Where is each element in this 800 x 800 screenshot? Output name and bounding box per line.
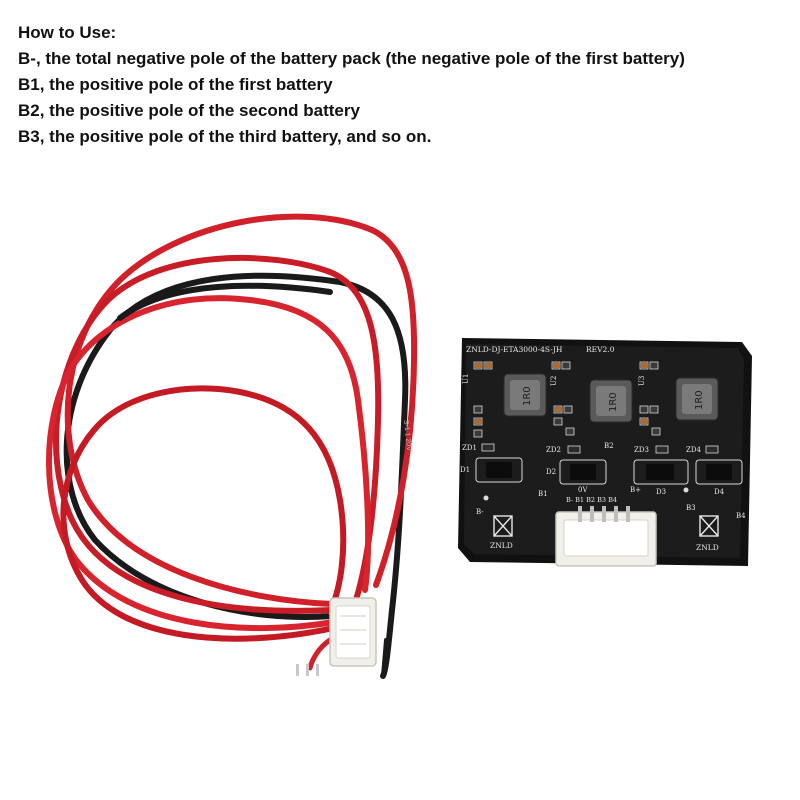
u2-label: U2 [550, 376, 558, 386]
inductor-2-marking: 1R0 [608, 392, 619, 412]
b1-label: B1 [538, 490, 548, 498]
instruction-line-b2: B2, the positive pole of the second batt… [18, 101, 360, 120]
b4-label: B4 [736, 512, 746, 520]
instructions-heading: How to Use: [18, 23, 117, 42]
black-wire [63, 272, 409, 679]
red-wire-4 [60, 385, 347, 642]
harness-connector [296, 597, 377, 676]
wire-harness: S-1 1 20V [46, 213, 418, 679]
balance-board: ZNLD-DJ-ETA3000-4S-JH REV2.0 U1 U2 U3 1R… [458, 338, 752, 567]
b-plus-label: B+ [630, 486, 641, 494]
d3-label: D3 [656, 488, 666, 496]
znld-text-left: ZNLD [490, 541, 513, 550]
svg-text:S-1 1 20V: S-1 1 20V [402, 419, 412, 451]
inductor-1: 1R0 [503, 373, 547, 417]
connector-pin-labels: B- B1 B2 B3 B4 [566, 496, 617, 504]
instructions-block: How to Use: B-, the total negative pole … [18, 20, 788, 150]
red-wire-3 [46, 295, 372, 632]
instruction-line-b-minus: B-, the total negative pole of the batte… [18, 49, 685, 68]
board-model-label: ZNLD-DJ-ETA3000-4S-JH [466, 345, 563, 354]
inductor-2: 1R0 [589, 379, 633, 423]
red-wire-2 [53, 255, 382, 614]
znld-logo-left: ZNLD [490, 515, 513, 550]
zd4-label: ZD4 [686, 446, 701, 454]
board-connector [555, 506, 657, 567]
red-wire-1 [64, 213, 418, 607]
instruction-line-b1: B1, the positive pole of the first batte… [18, 75, 333, 94]
d2-label: D2 [546, 468, 556, 476]
b-minus-label: B- [476, 508, 484, 516]
board-revision-label: REV2.0 [586, 345, 615, 354]
zero-v-label: 0V [578, 486, 588, 494]
b2-label: B2 [604, 442, 614, 450]
u1-label: U1 [462, 374, 470, 384]
znld-text-right: ZNLD [696, 543, 719, 552]
instruction-line-b3: B3, the positive pole of the third batte… [18, 127, 432, 146]
inductor-3-marking: 1R0 [694, 390, 705, 410]
znld-logo-right: ZNLD [696, 515, 719, 552]
inductor-1-marking: 1R0 [522, 386, 533, 406]
d4-label: D4 [714, 488, 725, 496]
d1-label: D1 [460, 466, 470, 474]
inductor-3: 1R0 [675, 377, 719, 421]
u3-label: U3 [638, 376, 646, 386]
zd1-label: ZD1 [462, 444, 477, 452]
zd3-label: ZD3 [634, 446, 649, 454]
diode-row [475, 457, 743, 485]
zd2-label: ZD2 [546, 446, 561, 454]
b3-label: B3 [686, 504, 696, 512]
